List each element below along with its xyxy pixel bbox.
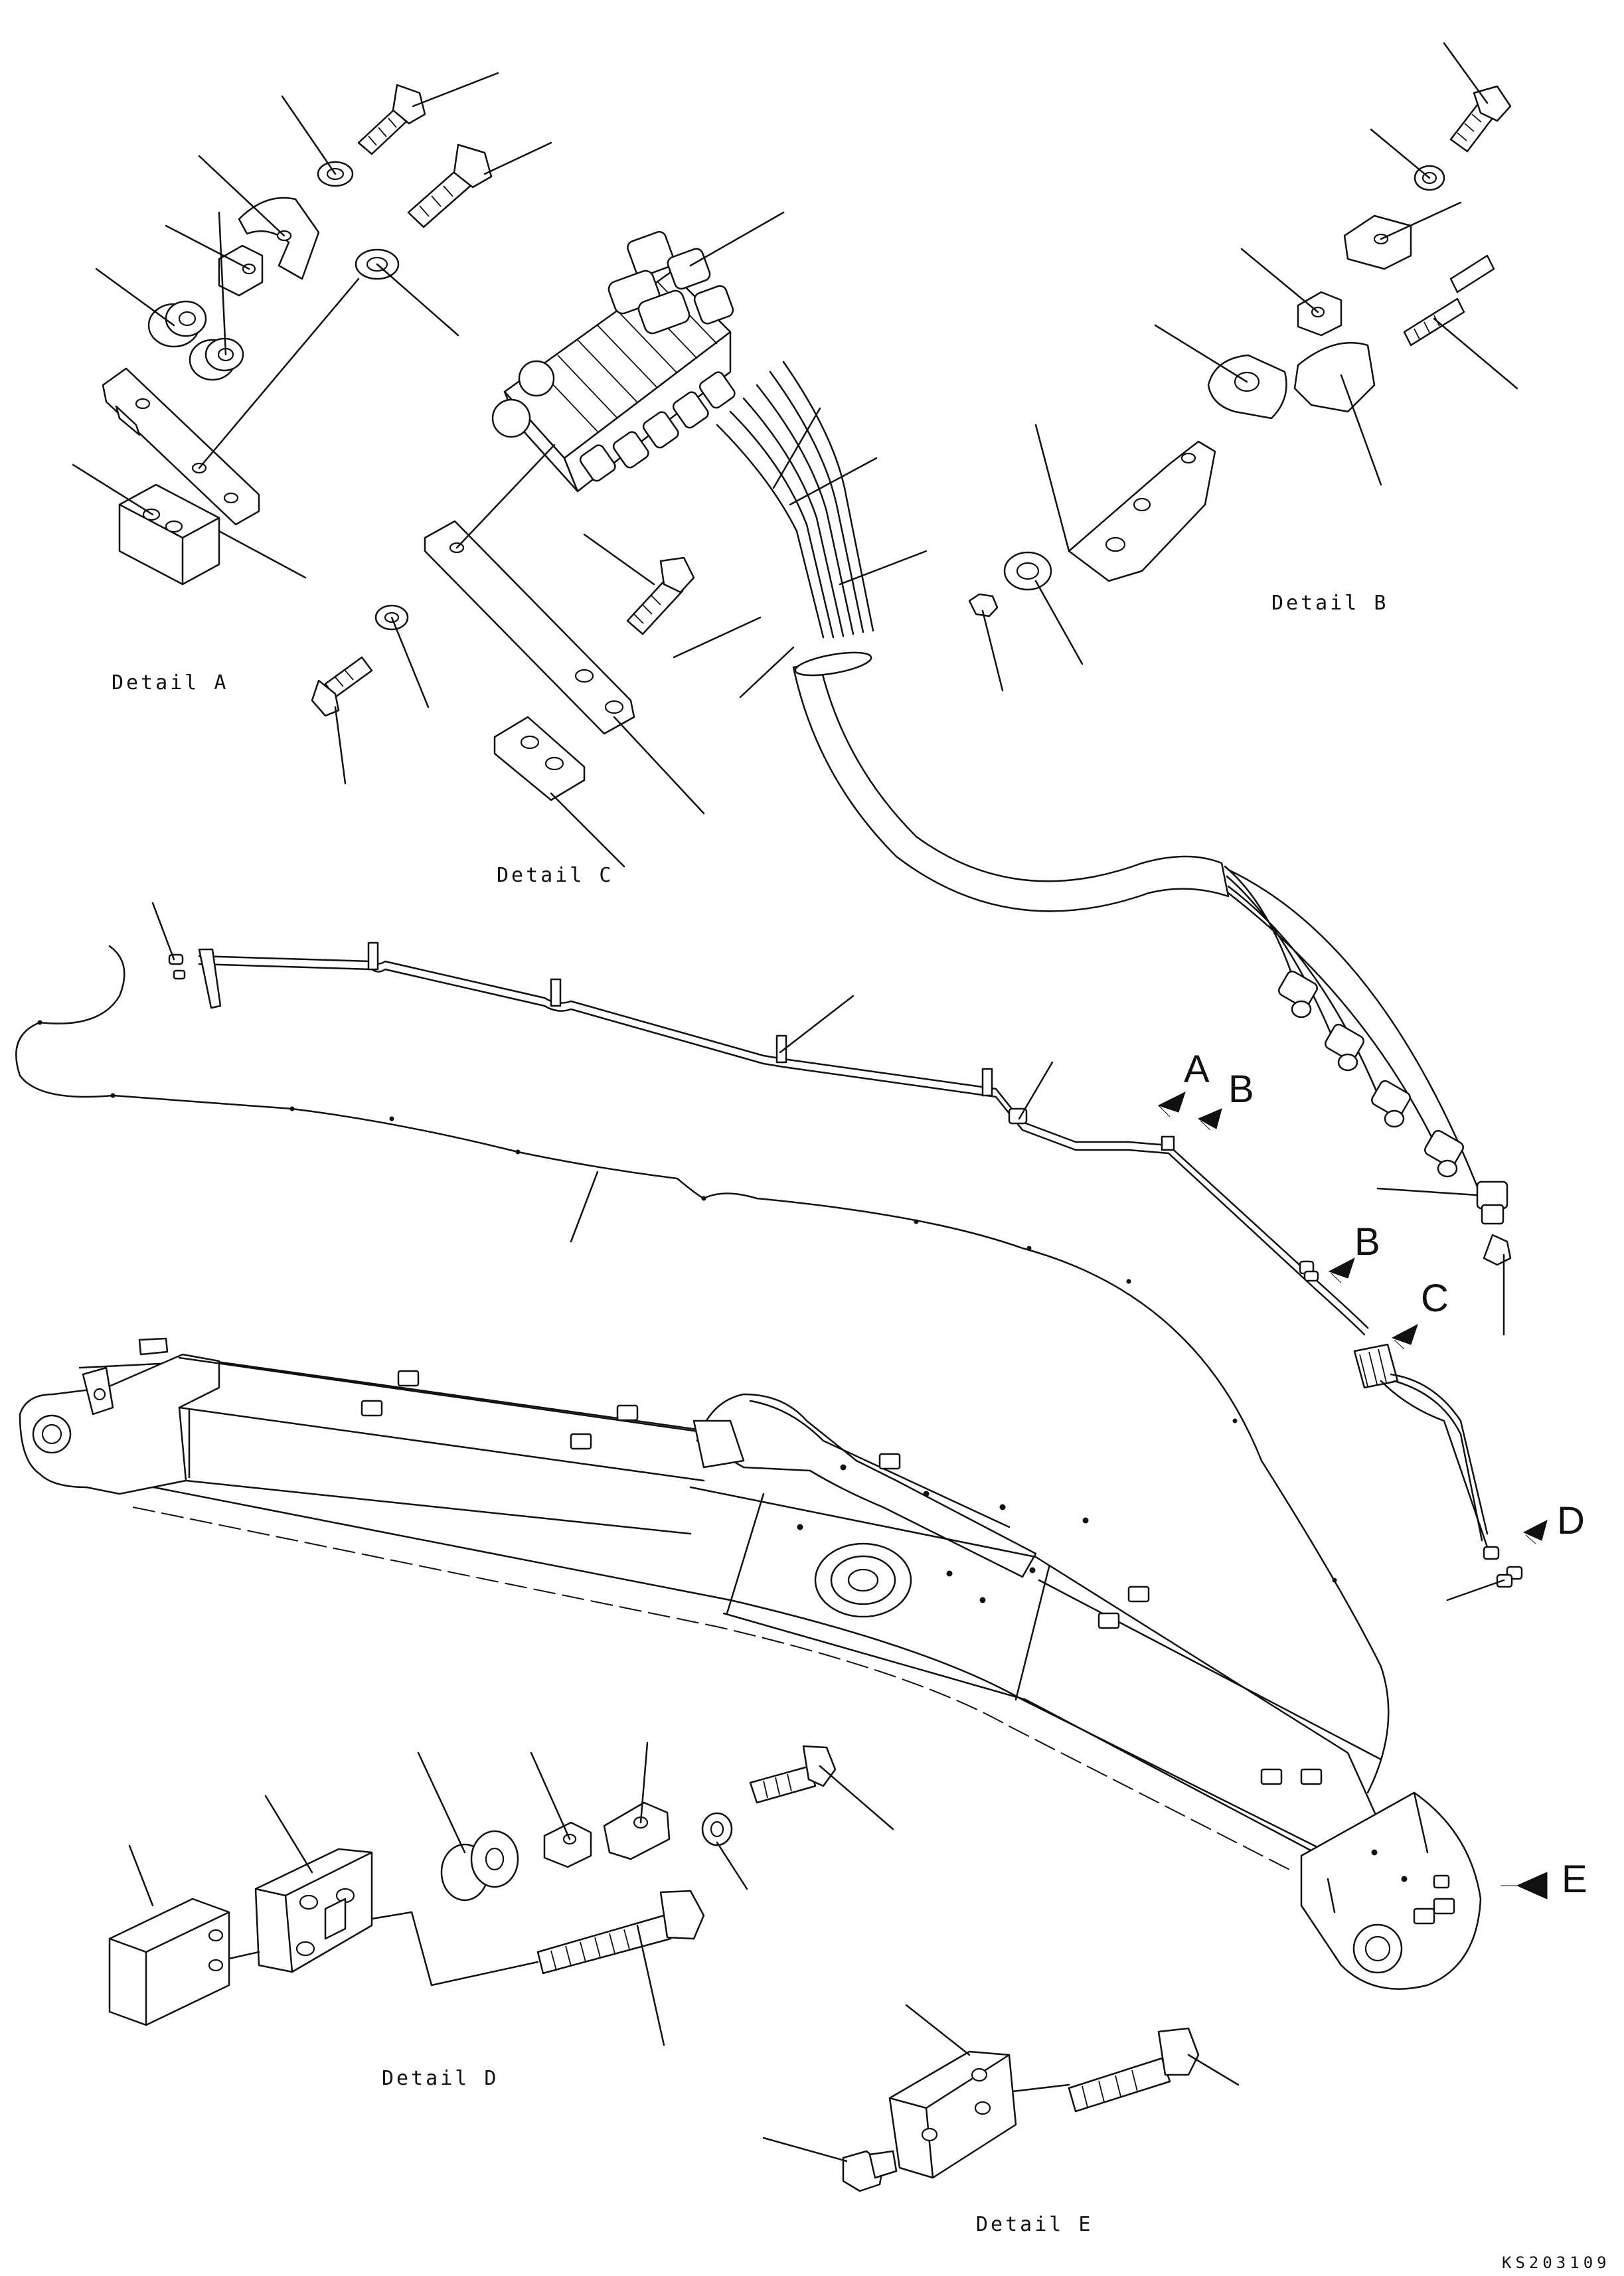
detail-e-label: Detail E [976, 2213, 1094, 2236]
detail-e-bracket [888, 2050, 1017, 2179]
valve-top-fittings [608, 230, 734, 335]
pilot-valve-block [491, 211, 785, 493]
drawing-code: KS203109 [1502, 2253, 1611, 2272]
detail-d-group [108, 1742, 894, 2046]
detail-b-label: Detail B [1271, 592, 1389, 615]
detail-a-spacer [218, 244, 264, 297]
detail-b-group [968, 42, 1518, 692]
valve-end-port-2 [518, 360, 555, 397]
valve-end-port-1 [491, 398, 531, 438]
boom-pipe-line-upper [151, 902, 1369, 1336]
detail-e-bolt-long [1068, 2027, 1200, 2113]
detail-a-label: Detail A [112, 671, 229, 694]
detail-e-bolt-short [842, 2150, 898, 2192]
arrow-label-b-1: B [1228, 1068, 1254, 1111]
detail-b-nut [968, 593, 999, 617]
detail-a-block [118, 483, 220, 586]
detail-d-grommet [440, 1830, 519, 1902]
adaptor-fittings [1376, 1180, 1512, 1336]
detail-a-group [72, 72, 552, 586]
detail-c-bolt-1 [626, 556, 695, 635]
boom-structure [19, 1337, 1482, 1990]
detail-d-bolt-long [536, 1890, 705, 1975]
detail-a-grommet-1 [147, 300, 207, 348]
detail-d-spacer [543, 1821, 592, 1868]
arrow-label-d: D [1557, 1499, 1585, 1542]
detail-a-grommet-2 [189, 337, 244, 381]
boom-pipe-line-lower [15, 945, 1390, 1794]
detail-c-label: Detail C [497, 864, 614, 887]
detail-e-group [762, 2004, 1240, 2192]
valve-bottom-fittings [579, 371, 736, 482]
detail-d-label: Detail D [382, 2067, 499, 2090]
section-c-fittings [1353, 1343, 1523, 1601]
pilot-hose-bundle [673, 361, 1482, 1196]
detail-b-bolt [1449, 85, 1512, 153]
hose-end-fittings [1278, 970, 1464, 1178]
detail-d-bolt-small [749, 1745, 837, 1804]
arrow-label-a: A [1184, 1048, 1210, 1091]
detail-a-clamp-half [238, 197, 320, 280]
arrow-label-b-2: B [1354, 1220, 1380, 1263]
detail-b-clamp-block [1293, 342, 1376, 413]
detail-a-bolt-small [357, 84, 426, 155]
arrow-label-c: C [1421, 1277, 1449, 1320]
detail-d-block [108, 1898, 230, 2026]
detail-c-group [311, 444, 705, 868]
detail-c-bolt-2 [311, 656, 373, 717]
detail-b-hose-sleeve [1403, 254, 1495, 347]
detail-d-clamp [603, 1801, 671, 1860]
detail-a-bolt-large [407, 143, 493, 228]
detail-c-block [493, 716, 586, 801]
detail-d-bracket [254, 1848, 373, 1973]
arrow-label-e: E [1562, 1858, 1587, 1901]
detail-arrows [1157, 1092, 1548, 1900]
